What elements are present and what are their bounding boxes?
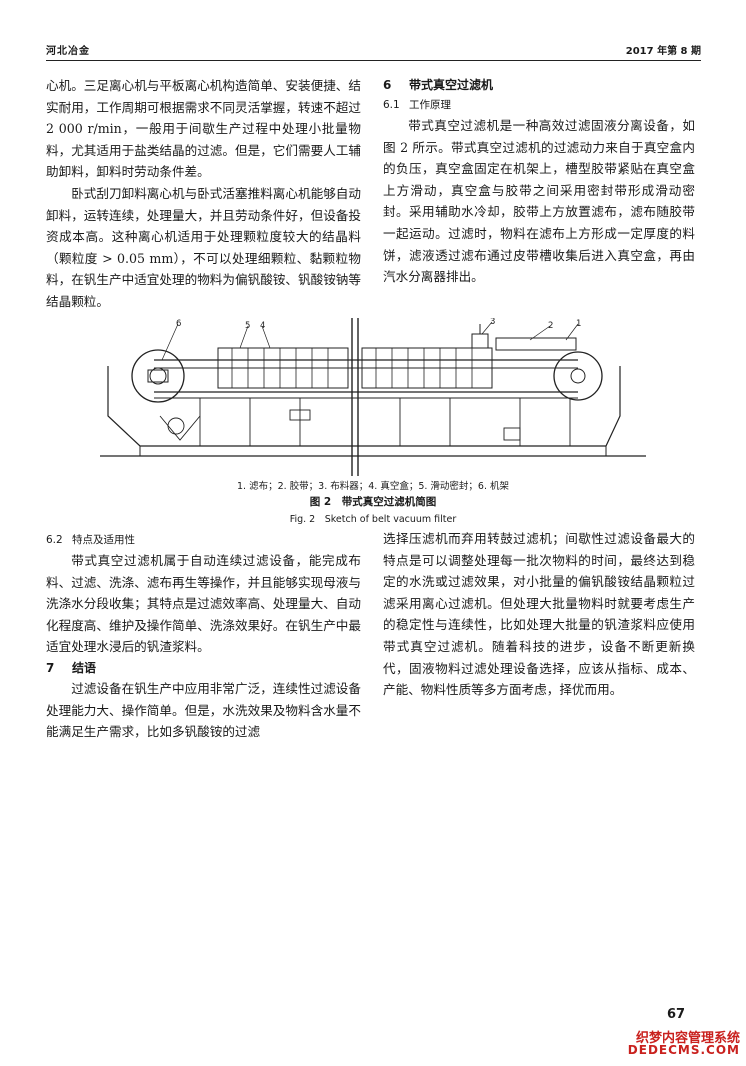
paragraph: 心机。三足离心机与平板离心机构造简单、安装便捷、结实耐用，工作周期可根据需求不同… xyxy=(46,78,361,180)
journal-name: 河北冶金 xyxy=(46,46,90,57)
subsection-heading: 6.2 特点及适用性 xyxy=(46,530,361,550)
section-title: 带式真空过滤机 xyxy=(409,78,494,92)
section-heading: 7 结语 xyxy=(46,658,361,678)
paragraph: 带式真空过滤机属于自动连续过滤设备，能完成布料、过滤、洗涤、滤布再生等操作，并且… xyxy=(46,553,361,655)
diagram-label: 3 xyxy=(490,318,495,327)
diagram-label: 1 xyxy=(576,319,581,329)
right-column-top: 6 带式真空过滤机 6.1 工作原理 带式真空过滤机是一种高效过滤固液分离设备，如图… xyxy=(383,75,695,288)
subsection-title: 工作原理 xyxy=(409,99,451,111)
page-number: 67 xyxy=(667,1007,686,1022)
watermark-text: 织梦内容管理系统 xyxy=(635,1031,740,1046)
right-column-bottom: 选择压滤机而弃用转鼓过滤机；间歇性过滤设备最大的特点是可以调整处理每一批次物料的… xyxy=(383,528,695,701)
diagram-label: 4 xyxy=(260,321,265,331)
paragraph: 过滤设备在钒生产中应用非常广泛，连续性过滤设备处理能力大、操作简单。但是，水洗效… xyxy=(46,680,361,740)
diagram-label: 5 xyxy=(245,321,250,331)
left-column-bottom: 6.2 特点及适用性 带式真空过滤机属于自动连续过滤设备，能完成布料、过滤、洗涤、… xyxy=(46,530,361,743)
diagram-label: 6 xyxy=(176,319,181,329)
section-number: 6 xyxy=(383,78,392,92)
header-rule xyxy=(46,60,701,61)
belt-filter-diagram: 1 2 3 4 5 6 xyxy=(100,318,646,476)
figure-legend: 1. 滤布；2. 胶带；3. 布料器；4. 真空盒；5. 滑动密封；6. 机架 xyxy=(236,481,509,492)
paragraph: 带式真空过滤机是一种高效过滤固液分离设备，如图 2 所示。带式真空过滤机的过滤动… xyxy=(383,118,695,285)
subsection-title: 特点及适用性 xyxy=(72,534,135,546)
figure-caption-cn: 图 2 带式真空过滤机简图 xyxy=(309,496,437,508)
section-heading: 6 带式真空过滤机 xyxy=(383,75,695,95)
paragraph: 卧式刮刀卸料离心机与卧式活塞推料离心机能够自动卸料，运转连续，处理量大，并且劳动… xyxy=(46,185,361,309)
diagram-label: 2 xyxy=(548,321,553,331)
section-title: 结语 xyxy=(72,660,97,675)
figure-caption-en: Fig. 2 Sketch of belt vacuum filter xyxy=(289,514,457,525)
section-number: 7 xyxy=(46,660,55,675)
subsection-heading: 6.1 工作原理 xyxy=(383,95,695,115)
subsection-number: 6.2 xyxy=(46,534,63,546)
issue-label: 2017 年第 8 期 xyxy=(625,46,701,57)
subsection-number: 6.1 xyxy=(383,99,400,111)
watermark-url: DEDECMS.COM xyxy=(627,1043,740,1057)
paragraph: 选择压滤机而弃用转鼓过滤机；间歇性过滤设备最大的特点是可以调整处理每一批次物料的… xyxy=(383,531,695,698)
left-column-top: 心机。三足离心机与平板离心机构造简单、安装便捷、结实耐用，工作周期可根据需求不同… xyxy=(46,75,361,313)
